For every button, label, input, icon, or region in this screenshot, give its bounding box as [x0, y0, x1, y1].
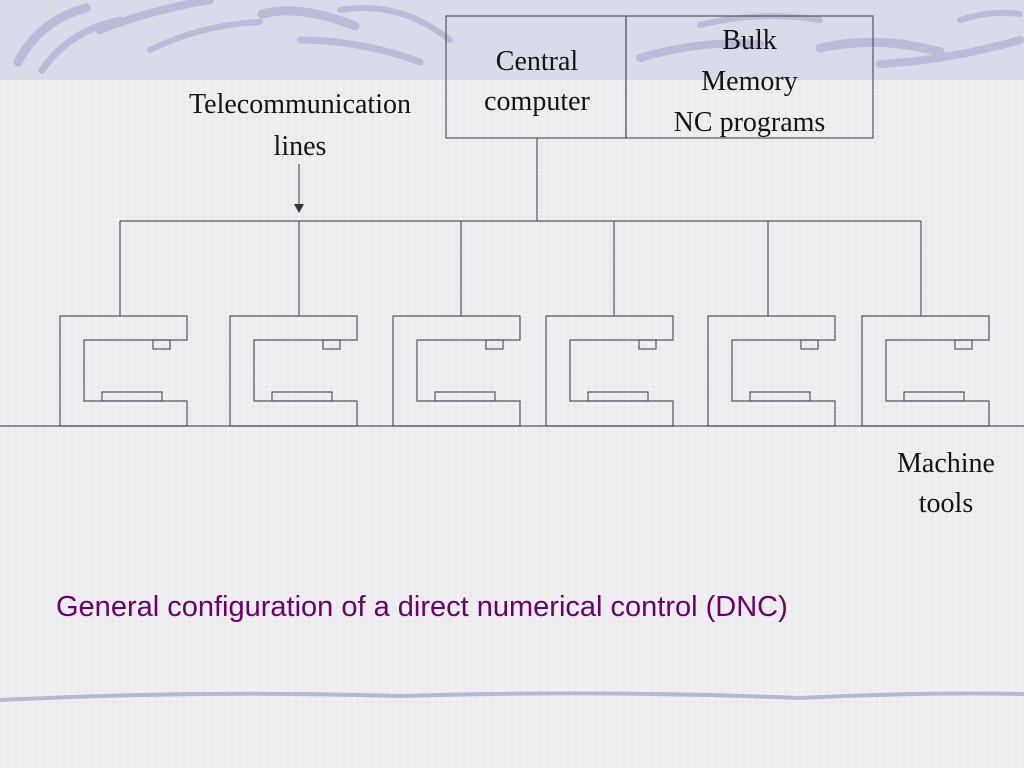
- central-computer-label: Central computer: [484, 46, 590, 117]
- machine-spindle: [954, 339, 973, 350]
- machine-worktable: [271, 391, 333, 402]
- machine-tools-label: Machine tools: [897, 448, 995, 519]
- machine-tool-icon: [229, 315, 358, 427]
- machine-worktable: [434, 391, 496, 402]
- machine-spindle: [322, 339, 341, 350]
- machine-tool-icon: [861, 315, 990, 427]
- machine-tool-icon: [545, 315, 674, 427]
- swirl-decoration-bottom: [0, 691, 1024, 702]
- machine-worktable: [587, 391, 649, 402]
- telecommunication-lines-label: Telecommunication lines: [189, 89, 411, 162]
- telecom-arrow-head: [294, 204, 304, 213]
- machine-tool-icon: [59, 315, 188, 427]
- machine-worktable: [101, 391, 163, 402]
- machine-spindle: [485, 339, 504, 350]
- slide-caption: General configuration of a direct numeri…: [56, 591, 788, 623]
- bulk-memory-label: Bulk Memory NC programs: [673, 25, 826, 138]
- machine-spindle: [800, 339, 819, 350]
- machine-tool-icon: [392, 315, 521, 427]
- machine-worktable: [749, 391, 811, 402]
- machine-spindle: [152, 339, 171, 350]
- machine-worktable: [903, 391, 965, 402]
- machine-spindle: [638, 339, 657, 350]
- bulk-memory-box: [625, 15, 874, 139]
- machine-tool-icon: [707, 315, 836, 427]
